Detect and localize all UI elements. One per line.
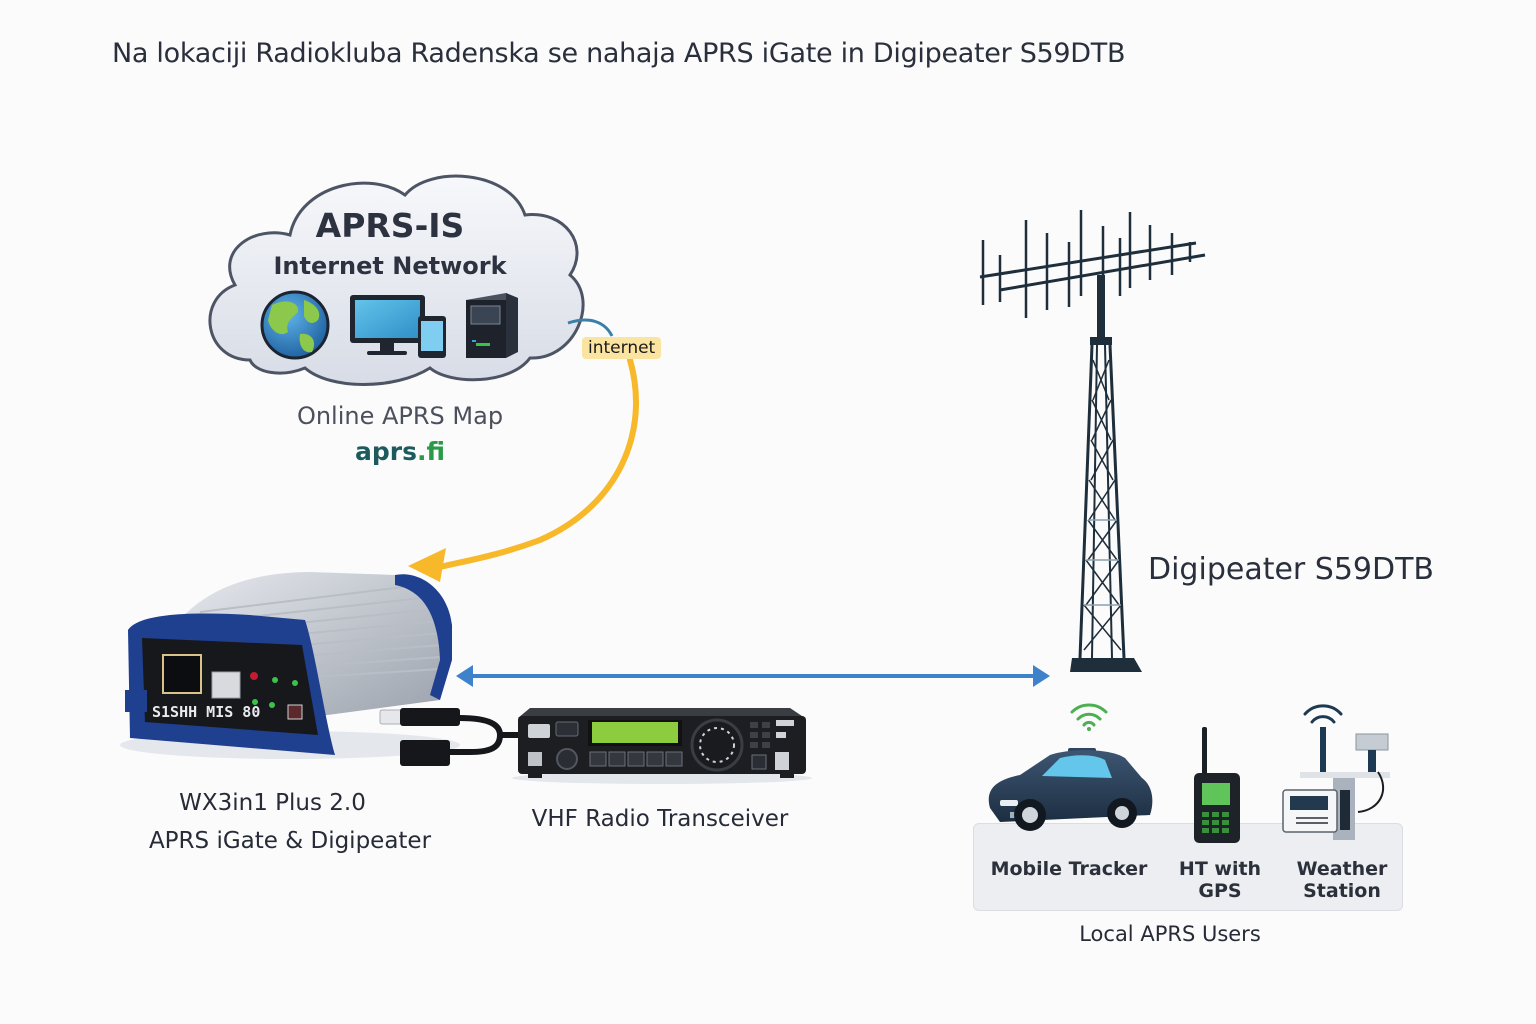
user-label-mobile-tracker: Mobile Tracker: [990, 858, 1148, 880]
aprs-fi-link-name: aprs: [354, 437, 417, 466]
user-label-line: Weather: [1296, 858, 1388, 880]
user-label-line: Station: [1303, 880, 1381, 902]
local-users-panel: [973, 823, 1403, 911]
vhf-radio-transceiver: [512, 708, 812, 784]
tablet-icon: [418, 316, 446, 358]
cloud-subtitle: Internet Network: [273, 252, 507, 280]
page-title: Na lokaciji Radiokluba Radenska se nahaj…: [112, 38, 1126, 69]
online-map-label: Online APRS Map: [296, 402, 504, 430]
aprs-fi-link[interactable]: aprs.fi: [250, 437, 550, 466]
digipeater-tower: [979, 210, 1206, 672]
user-label-line: Mobile Tracker: [990, 858, 1148, 880]
aprs-fi-link-tld: .fi: [416, 437, 445, 466]
user-label-weather-station: Weather Station: [1290, 858, 1394, 902]
internet-link-arrow: [408, 357, 639, 582]
monitor-icon: [350, 295, 425, 355]
local-users-caption: Local APRS Users: [1079, 922, 1261, 946]
cloud-title: APRS-IS: [315, 206, 465, 245]
radio-link-arrow: [456, 665, 1050, 687]
globe-icon: [260, 290, 330, 360]
cloud-connector-line: [567, 318, 614, 337]
igate-name-label: WX3in1 Plus 2.0: [179, 790, 366, 816]
user-label-ht-gps: HT with GPS: [1156, 858, 1284, 902]
igate-panel-text: S1SHH MIS 80: [152, 703, 260, 721]
igate-role-label: APRS iGate & Digipeater: [148, 828, 432, 854]
igate-device: S1SHH MIS 80: [120, 572, 520, 766]
server-icon: [466, 293, 518, 358]
digipeater-label: Digipeater S59DTB: [1148, 552, 1435, 587]
radio-label: VHF Radio Transceiver: [531, 806, 789, 832]
user-label-line: HT with GPS: [1178, 858, 1262, 902]
internet-tag: internet: [582, 337, 662, 359]
